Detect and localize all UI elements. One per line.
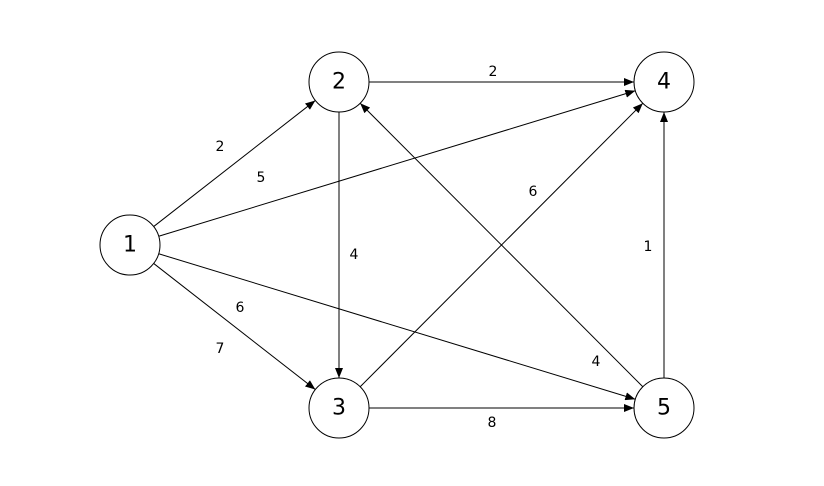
node-label-3: 3 <box>332 396 346 421</box>
edge-weight-label-5-to-4: 1 <box>644 239 653 255</box>
edge-weight-label-2-to-4: 2 <box>489 64 498 80</box>
edge-weight-label-5-to-2: 4 <box>592 354 601 370</box>
node-label-2: 2 <box>332 70 346 95</box>
node-circle-2 <box>308 51 370 113</box>
edge-1-to-3 <box>153 263 316 390</box>
edge-1-to-2 <box>153 100 316 227</box>
edge-5-to-2 <box>359 102 644 388</box>
node-circle-5 <box>633 377 695 439</box>
node-circle-4 <box>633 51 695 113</box>
edge-weight-label-1-to-2: 2 <box>216 139 225 155</box>
edge-weight-label-3-to-4: 6 <box>529 184 538 200</box>
node-circle-3 <box>308 377 370 439</box>
node-1: 1 <box>99 214 161 276</box>
edges-layer: 2 5 6 7 2 4 6 8 1 4 <box>153 64 668 431</box>
edge-weight-label-3-to-5: 8 <box>488 415 497 431</box>
node-circle-1 <box>99 214 161 276</box>
edge-weight-label-1-to-5: 6 <box>236 300 245 316</box>
node-2: 2 <box>308 51 370 113</box>
node-3: 3 <box>308 377 370 439</box>
edge-weight-label-1-to-4: 5 <box>257 170 266 186</box>
edge-weight-label-1-to-3: 7 <box>216 341 225 357</box>
node-5: 5 <box>633 377 695 439</box>
node-4: 4 <box>633 51 695 113</box>
edge-1-to-5 <box>158 253 636 401</box>
edge-weight-label-2-to-3: 4 <box>350 247 359 263</box>
node-label-5: 5 <box>657 396 671 421</box>
nodes-layer: 1 2 3 4 5 <box>99 51 695 439</box>
edge-1-to-4 <box>158 89 636 237</box>
node-label-4: 4 <box>657 70 671 95</box>
node-label-1: 1 <box>123 233 137 258</box>
